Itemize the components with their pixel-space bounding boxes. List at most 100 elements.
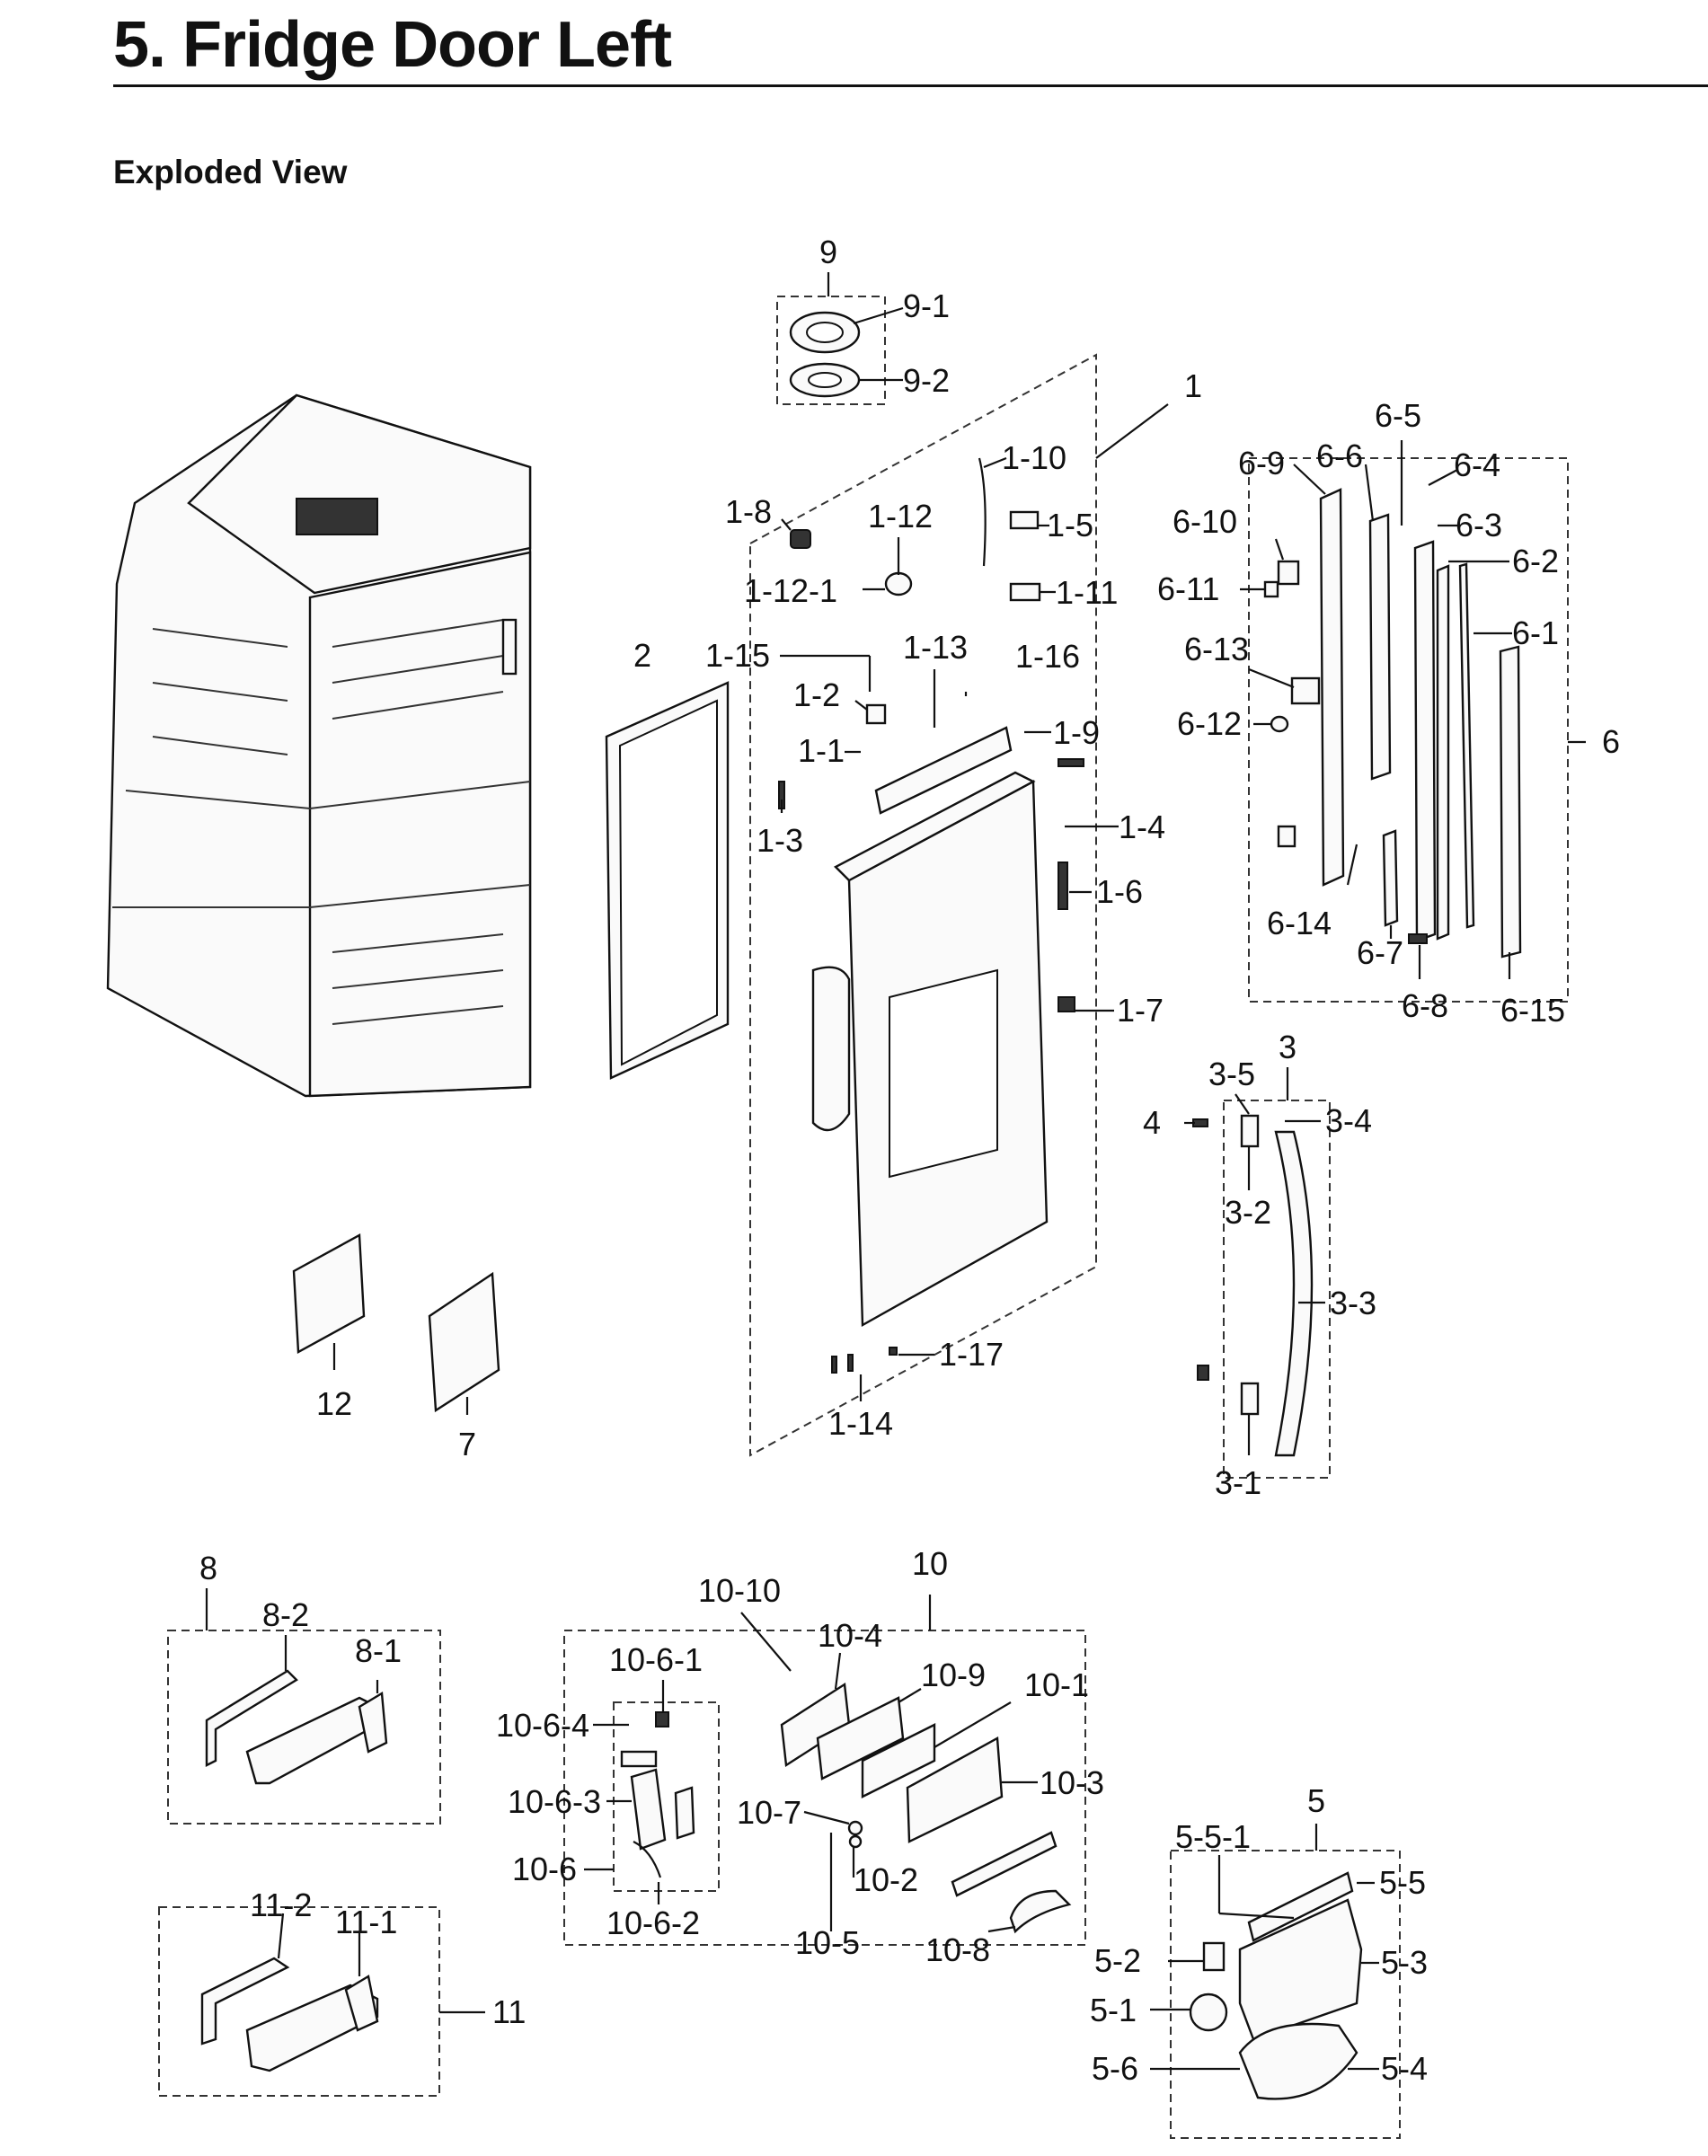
callout-label: 6-6 (1316, 437, 1363, 474)
callout-label: 9-2 (903, 362, 950, 399)
door-trim-parts (1263, 488, 1522, 959)
callout-label: 4 (1143, 1104, 1161, 1141)
callout-label: 5-4 (1381, 2050, 1428, 2087)
callout-label: 10-4 (818, 1617, 882, 1654)
callout-label: 5-5-1 (1175, 1818, 1251, 1855)
callout-label: 10-6-3 (508, 1783, 601, 1820)
callout-label: 1-15 (705, 637, 770, 674)
callout-label: 1-17 (939, 1336, 1004, 1373)
callout-label: 5 (1307, 1782, 1325, 1819)
callout-label: 6-10 (1173, 503, 1237, 540)
callout-label: 6-1 (1512, 614, 1559, 651)
filter-cap-parts (789, 311, 861, 398)
callout-label: 10-2 (854, 1861, 918, 1898)
callout-label: 1-7 (1117, 992, 1164, 1029)
callout-label: 1-9 (1053, 714, 1100, 751)
callout-label: 3-1 (1215, 1464, 1261, 1501)
dispenser-group-box (563, 1630, 1086, 1946)
callout-label: 1-10 (1002, 439, 1066, 476)
title-underline (113, 84, 1708, 87)
callout-label: 1-13 (903, 629, 968, 666)
callout-label: 1-6 (1096, 873, 1143, 910)
callout-label: 6-4 (1454, 446, 1500, 483)
callout-label: 6-14 (1267, 905, 1332, 941)
page-title: 5. Fridge Door Left (113, 9, 672, 81)
callout-label: 10-8 (925, 1931, 990, 1968)
callout-label: 3 (1279, 1029, 1296, 1065)
callout-label: 1-2 (793, 676, 840, 713)
callout-label: 8-1 (355, 1632, 402, 1669)
callout-label: 1-11 (1056, 574, 1118, 611)
callout-label: 3-5 (1208, 1056, 1255, 1092)
callout-label: 1-3 (757, 822, 803, 859)
callout-label: 5-2 (1094, 1942, 1141, 1979)
callout-label: 10-6-4 (496, 1707, 589, 1744)
callout-label: 1-5 (1047, 507, 1093, 543)
callout-label: 6-5 (1375, 397, 1421, 434)
duct-parts-11 (200, 1957, 379, 2072)
callout-label: 6-9 (1238, 445, 1285, 482)
door-small-parts (778, 457, 1084, 1374)
callout-label: 6-12 (1177, 705, 1242, 742)
ice-maker-group-box (1170, 1850, 1401, 2139)
callout-label: 9 (819, 234, 837, 270)
callout-label: 8 (199, 1550, 217, 1586)
callout-labels: 9 9-1 9-2 1 1-10 1-8 1-12 1-5 1-12-1 1-1… (199, 234, 1620, 2087)
duct-parts-8 (205, 1669, 388, 1785)
callout-label: 10-1 (1024, 1666, 1089, 1703)
callout-label: 1-12-1 (744, 572, 837, 609)
door-gasket-part (605, 681, 730, 1080)
callout-label: 9-1 (903, 287, 950, 324)
fridge-cabinet-illustration (106, 393, 532, 1098)
callout-label: 1 (1184, 367, 1202, 404)
trim-group-box (1248, 457, 1569, 1003)
callout-label: 1-8 (725, 493, 772, 530)
callout-label: 6-13 (1184, 631, 1249, 667)
callout-label: 10-6-1 (609, 1641, 703, 1678)
callout-label: 1-14 (828, 1405, 893, 1442)
door-assembly-group-box (749, 353, 1097, 1457)
callout-label: 6-8 (1402, 987, 1448, 1024)
callout-label: 6-11 (1157, 570, 1219, 607)
callout-label: 10-9 (921, 1657, 986, 1693)
callout-label: 10-10 (698, 1572, 781, 1609)
door-handle-parts (1192, 1114, 1314, 1457)
callout-label: 1-12 (868, 498, 933, 535)
leader-lines (205, 272, 1586, 2071)
callout-label: 10-7 (737, 1794, 801, 1831)
callout-label: 11-1 (335, 1904, 397, 1940)
callout-label: 12 (316, 1385, 352, 1422)
dispenser-parts (620, 1682, 1072, 1934)
callout-label: 10-3 (1040, 1764, 1104, 1801)
callout-label: 6-15 (1500, 992, 1565, 1029)
duct-group-box-11 (158, 1906, 440, 2097)
callout-label: 5-1 (1090, 1992, 1137, 2028)
callout-label: 6 (1602, 723, 1620, 760)
callout-label: 1-1 (798, 732, 845, 769)
ice-maker-parts (1189, 1871, 1363, 2100)
callout-label: 6-2 (1512, 543, 1559, 579)
callout-label: 1-16 (1015, 638, 1080, 675)
callout-label: 10-5 (795, 1924, 860, 1961)
callout-label: 5-3 (1381, 1944, 1428, 1981)
callout-label: 5-5 (1379, 1864, 1426, 1901)
callout-label: 11 (492, 1993, 526, 2030)
dispenser-sub-box (613, 1701, 720, 1892)
callout-label: 6-3 (1456, 507, 1502, 543)
callout-label: 1-4 (1119, 808, 1165, 845)
callout-label: 5-6 (1092, 2050, 1138, 2087)
callout-label: 3-4 (1325, 1102, 1372, 1139)
callout-label: 6-7 (1357, 934, 1403, 971)
callout-label: 2 (633, 637, 651, 674)
cover-parts (292, 1233, 500, 1413)
callout-label: 10-6 (512, 1851, 577, 1887)
callout-label: 7 (458, 1426, 476, 1462)
callout-label: 10-6-2 (606, 1904, 700, 1941)
callout-label: 11-2 (250, 1886, 312, 1923)
section-subtitle: Exploded View (113, 154, 348, 190)
door-panel-part (811, 726, 1049, 1328)
callout-label: 8-2 (262, 1596, 309, 1633)
handle-group-box (1223, 1100, 1331, 1479)
callout-label: 3-3 (1330, 1285, 1376, 1321)
